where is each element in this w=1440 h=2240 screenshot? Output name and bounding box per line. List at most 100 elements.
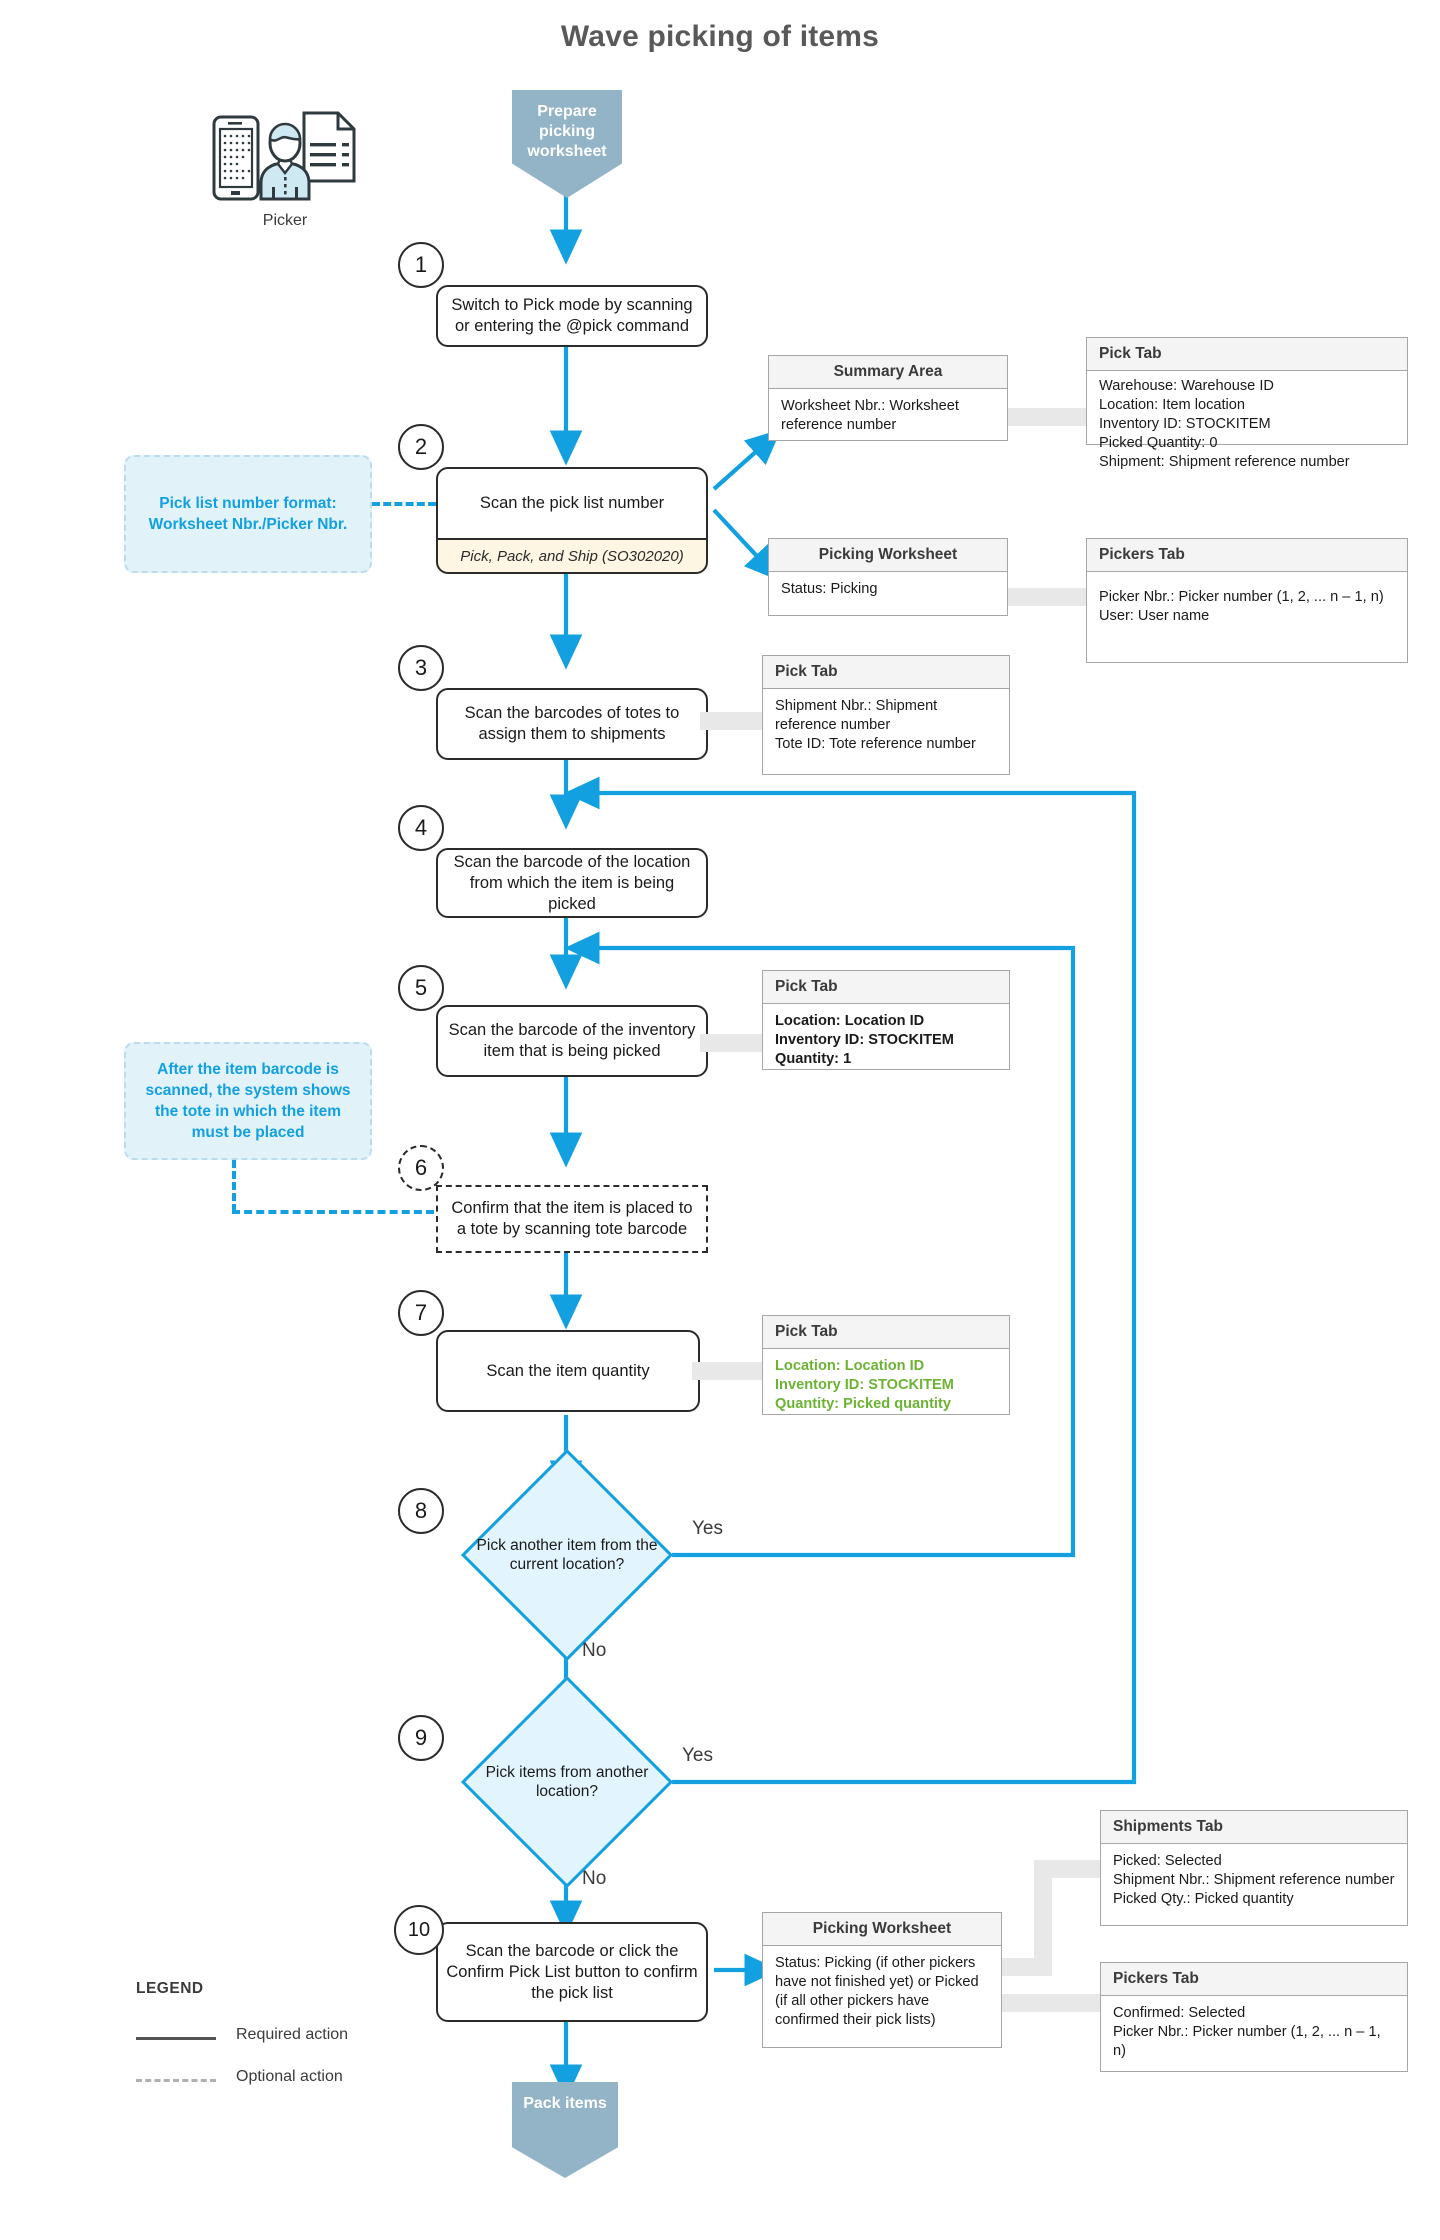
panel-line: Confirmed: Selected [1113,2005,1246,2021]
panel-line: Location: Item location [1099,397,1246,413]
panel-line: Location: Location ID [775,1013,925,1029]
start-terminator: Prepare picking worksheet [512,90,622,198]
panel-pick-tab-step7: Pick Tab Location: Location ID Inventory… [762,1315,1010,1415]
panel-line: Picker Nbr.: Picker number (1, 2, ... n … [1113,2024,1381,2059]
panel-summary-area: Summary Area Worksheet Nbr.: Worksheet r… [768,355,1008,441]
page-title: Wave picking of items [560,20,880,53]
panel-shipments-tab-body: Picked: Selected Shipment Nbr.: Shipment… [1101,1844,1407,1917]
panel-line: Picked: Selected [1113,1853,1222,1869]
panel-pick-tab-step2: Pick Tab Warehouse: Warehouse ID Locatio… [1086,337,1408,470]
step-number-2: 2 [398,424,444,470]
panel-line: Inventory ID: STOCKITEM [775,1032,954,1048]
stub-step5-to-picktab [700,1034,766,1052]
note-tote-display: After the item barcode is scanned, the s… [124,1042,372,1160]
stub-step7-to-picktab [692,1362,766,1380]
step-number-8: 8 [398,1488,444,1534]
panel-pick-tab-step3-body: Shipment Nbr.: Shipment reference number… [763,689,1009,762]
panel-summary-area-line-1: Worksheet Nbr.: Worksheet reference numb… [781,398,959,433]
panel-picking-worksheet-step2-header: Picking Worksheet [769,539,1007,572]
step-number-10: 10 [394,1905,444,1955]
panel-line: Warehouse: Warehouse ID [1099,378,1274,394]
panel-line: Tote ID: Tote reference number [775,736,976,752]
step-number-6: 6 [398,1145,444,1191]
panel-line: Picker Nbr.: Picker number (1, 2, ... n … [1099,589,1384,605]
step-5-box[interactable]: Scan the barcode of the inventory item t… [436,1005,708,1077]
decision-8-no-label: No [582,1640,607,1661]
panel-line: Picked Quantity: 0 [1099,435,1218,451]
step-7-box[interactable]: Scan the item quantity [436,1330,700,1412]
step-3-box[interactable]: Scan the barcodes of totes to assign the… [436,688,708,760]
stub-worksheet-to-pickers10 [994,1994,1102,2012]
note-tote-connector-vertical [232,1160,236,1212]
panel-pickers-tab-step10-body: Confirmed: Selected Picker Nbr.: Picker … [1101,1996,1407,2069]
panel-line: Quantity: Picked quantity [775,1396,951,1412]
step-1-box[interactable]: Switch to Pick mode by scanning or enter… [436,285,708,347]
step-2-box[interactable]: Scan the pick list number [436,467,708,540]
panel-pickers-tab-step2-body: Picker Nbr.: Picker number (1, 2, ... n … [1087,572,1407,634]
panel-pick-tab-step5-body: Location: Location ID Inventory ID: STOC… [763,1004,1009,1077]
step-4-box[interactable]: Scan the barcode of the location from wh… [436,848,708,918]
panel-line: Quantity: 1 [775,1051,852,1067]
legend-item-required: Required action [136,2026,436,2052]
panel-shipments-tab-header: Shipments Tab [1101,1811,1407,1844]
legend-optional-label: Optional action [236,2068,343,2085]
panel-line: Picked Qty.: Picked quantity [1113,1891,1294,1907]
step-number-3: 3 [398,645,444,691]
panel-line: Shipment: Shipment reference number [1099,454,1350,470]
decision-8-yes-label: Yes [692,1518,723,1539]
decision-9-yes-label: Yes [682,1745,713,1766]
panel-line: Shipment Nbr.: Shipment reference number [775,698,938,733]
legend-required-label: Required action [236,2026,349,2043]
panel-picking-worksheet-step2: Picking Worksheet Status: Picking [768,538,1008,616]
step-number-4: 4 [398,805,444,851]
panel-pick-tab-step5: Pick Tab Location: Location ID Inventory… [762,970,1010,1070]
panel-line: Inventory ID: STOCKITEM [1099,416,1271,432]
step-number-7: 7 [398,1290,444,1336]
panel-picking-worksheet-step10-header: Picking Worksheet [763,1913,1001,1946]
panel-pickers-tab-step2-header: Pickers Tab [1087,539,1407,572]
panel-pick-tab-step7-header: Pick Tab [763,1316,1009,1349]
panel-picking-worksheet-step10-line-1: Status: Picking (if other pickers have n… [775,1955,979,2028]
decision-8-label: Pick another item from the current locat… [476,1537,658,1573]
panel-pick-tab-step7-body: Location: Location ID Inventory ID: STOC… [763,1349,1009,1422]
panel-shipments-tab-step10: Shipments Tab Picked: Selected Shipment … [1100,1810,1408,1926]
panel-pick-tab-step3: Pick Tab Shipment Nbr.: Shipment referen… [762,655,1010,775]
stub-worksheet-to-shipments-h2 [1034,1860,1102,1878]
panel-pickers-tab-step10: Pickers Tab Confirmed: Selected Picker N… [1100,1962,1408,2072]
panel-line: Location: Location ID [775,1358,925,1374]
legend-dashed-line-swatch [136,2079,216,2082]
panel-pickers-tab-step10-header: Pickers Tab [1101,1963,1407,1996]
picker-label: Picker [262,212,308,229]
stub-worksheet-to-pickers [1000,588,1090,606]
stub-step3-to-picktab [700,712,766,730]
legend-solid-line-swatch [136,2037,216,2040]
picker-actor [200,105,370,210]
note-pick-list-connector [372,502,436,506]
step-number-9: 9 [398,1715,444,1761]
step-number-1: 1 [398,242,444,288]
end-terminator: Pack items [512,2082,618,2178]
panel-line: Shipment Nbr.: Shipment reference number [1113,1872,1395,1888]
step-2-screen-ref: Pick, Pack, and Ship (SO302020) [436,540,708,574]
legend: LEGEND Required action Optional action [136,1980,436,2085]
panel-pickers-tab-step2: Pickers Tab Picker Nbr.: Picker number (… [1086,538,1408,663]
panel-picking-worksheet-step10: Picking Worksheet Status: Picking (if ot… [762,1912,1002,2048]
panel-line: User: User name [1099,608,1210,624]
step-number-5: 5 [398,965,444,1011]
decision-9-no-label: No [582,1868,607,1889]
panel-picking-worksheet-step2-line-1: Status: Picking [781,581,878,597]
step-6-box[interactable]: Confirm that the item is placed to a tot… [436,1185,708,1253]
stub-worksheet-to-shipments-v [1034,1860,1052,1964]
panel-line: Inventory ID: STOCKITEM [775,1377,954,1393]
panel-pick-tab-step3-header: Pick Tab [763,656,1009,689]
legend-item-optional: Optional action [136,2068,436,2094]
panel-pick-tab-step5-header: Pick Tab [763,971,1009,1004]
picker-with-scanner-icon [212,111,356,201]
stub-summary-to-picktab [1000,408,1090,426]
panel-summary-area-header: Summary Area [769,356,1007,389]
note-tote-connector-horizontal [232,1210,434,1214]
step-10-box[interactable]: Scan the barcode or click the Confirm Pi… [436,1922,708,2022]
decision-9-label: Pick items from another location? [485,1764,649,1800]
panel-pick-tab-step2-header: Pick Tab [1087,338,1407,371]
